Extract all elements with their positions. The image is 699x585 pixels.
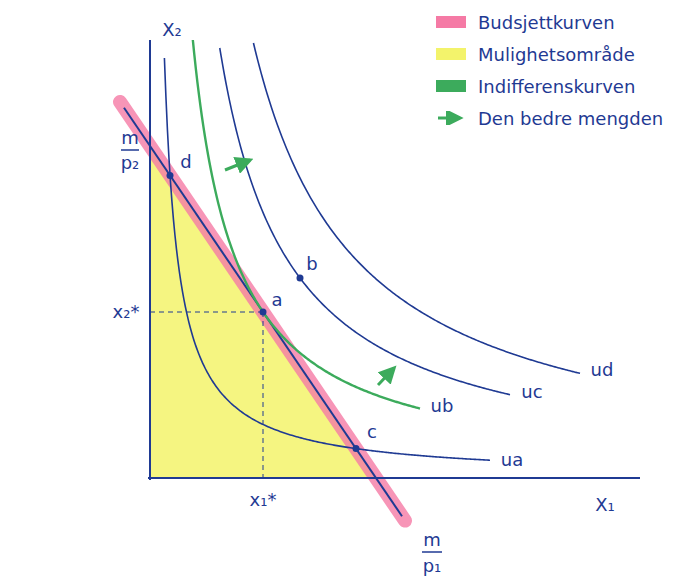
fraction-bar [422,551,442,553]
legend-row: Mulighetsområde [436,38,663,70]
point-label: a [271,291,282,309]
intercept-label: m [423,531,441,549]
legend-row: Den bedre mengden [436,102,663,134]
bundle-point [167,172,174,179]
indifference-curve [164,58,490,460]
legend-arrow [436,111,466,125]
legend-swatch [436,48,466,60]
legend-text: Mulighetsområde [478,44,635,65]
legend-text: Indifferenskurven [478,76,635,97]
x-axis [148,477,640,479]
legend-swatch [436,16,466,28]
guide-line [263,312,264,478]
intercept-label: p₂ [121,154,140,172]
legend-row: Indifferenskurven [436,70,663,102]
curve-label: uc [521,383,542,401]
point-label: d [180,153,191,171]
legend-row: Budsjettkurven [436,6,663,38]
point-label: b [306,255,317,273]
legend-swatch [436,80,466,92]
bundle-point [260,309,267,316]
axis-label: X₂ [162,21,182,39]
optimum-label: x₂* [113,303,140,321]
intercept-label: p₁ [423,557,442,575]
axis-label: X₁ [595,496,615,514]
better-arrow [378,368,394,385]
bundle-point [297,275,304,282]
indifference-curve [193,40,420,409]
legend: BudsjettkurvenMulighetsområdeIndifferens… [436,6,663,134]
indifference-curve [220,48,510,395]
better-arrow [225,160,250,170]
intercept-label: m [121,129,139,147]
curve-label: ua [501,451,523,469]
point-label: c [367,423,377,441]
optimum-label: x₁* [250,491,277,509]
bundle-point [353,445,360,452]
budget-band [120,102,405,521]
legend-text: Budsjettkurven [478,12,615,33]
y-axis [149,40,151,480]
budget-line [124,108,402,516]
legend-text: Den bedre mengden [478,108,663,129]
guide-line [150,312,263,313]
fraction-bar [121,149,139,151]
curve-label: ud [591,361,614,379]
curve-label: ub [431,397,454,415]
